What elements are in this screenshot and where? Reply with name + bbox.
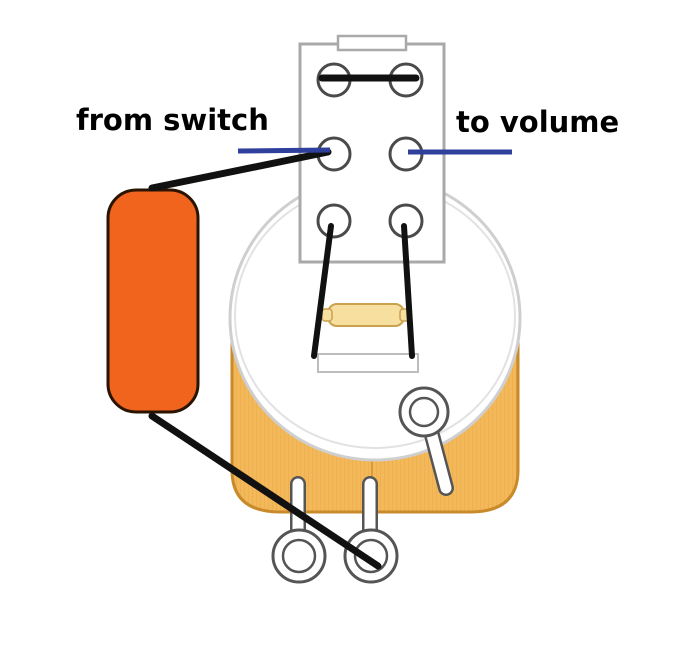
signal-leads [237, 147, 512, 155]
from-switch-label: from switch [76, 103, 269, 137]
capacitor-icon [106, 188, 200, 414]
resistor-icon [321, 303, 411, 327]
to-volume-label: to volume [456, 105, 620, 139]
wires [148, 148, 415, 570]
pot-lug-right [343, 476, 399, 584]
pot-wiper-lug [398, 386, 454, 496]
